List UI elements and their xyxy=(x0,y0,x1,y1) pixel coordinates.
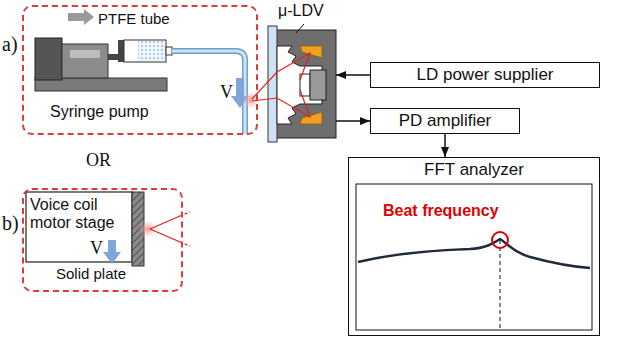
panel-label: b) xyxy=(2,212,19,235)
photodiode xyxy=(310,70,326,100)
push-arrow xyxy=(68,9,94,25)
peak-circle xyxy=(492,232,508,248)
leader-line xyxy=(296,24,304,33)
spectrum-curve xyxy=(358,239,590,268)
analyzer-box: FFT analyzerBeat frequency xyxy=(348,157,600,336)
voice-coil-setup xyxy=(26,192,190,266)
syringe-liquid xyxy=(138,41,165,61)
peak-marker-line xyxy=(500,240,501,330)
ldv-housing xyxy=(276,30,336,138)
ldv-device: μ-LDV xyxy=(268,28,336,138)
laser-spot xyxy=(139,220,157,238)
velocity-symbol: V xyxy=(90,238,103,259)
signal-arrow xyxy=(444,134,446,157)
box-title: FFT analyzer xyxy=(349,160,599,180)
syringe-barrel xyxy=(124,40,166,62)
signal-arrow xyxy=(336,74,370,76)
ldv-window xyxy=(268,26,277,142)
panel-label: a) xyxy=(2,33,18,56)
fft-plot xyxy=(356,184,592,330)
process-box: PD amplifier xyxy=(370,108,520,134)
laser-beam xyxy=(252,90,310,117)
pump-carriage xyxy=(62,44,108,78)
syringe-tip xyxy=(166,47,172,55)
device-label: μ-LDV xyxy=(278,2,324,20)
annotation: Beat frequency xyxy=(383,202,499,220)
ptfe-tube-inner xyxy=(172,51,245,134)
syringe-pump xyxy=(35,9,172,91)
ptfe-tube xyxy=(172,51,245,134)
velocity-symbol: V xyxy=(220,82,233,103)
motion-arrow xyxy=(103,240,121,264)
box-label: LD power supplier xyxy=(416,65,553,85)
pump-block xyxy=(35,38,62,80)
plunger-head xyxy=(118,40,124,62)
signal-arrow xyxy=(336,120,370,122)
part-label: PTFE tube xyxy=(98,10,170,27)
plot-frame xyxy=(356,184,592,330)
part-label: Solid plate xyxy=(56,265,126,282)
part-label: Voice coil motor stage xyxy=(30,196,126,233)
laser-beam xyxy=(150,229,180,242)
carriage-detail xyxy=(70,50,100,58)
laser-beam xyxy=(150,216,180,229)
note: OR xyxy=(86,150,111,171)
box-label: PD amplifier xyxy=(399,111,492,131)
part-label: Syringe pump xyxy=(50,103,149,121)
voice-coil-stage xyxy=(26,192,132,262)
ldv-device xyxy=(252,24,336,142)
process-box: LD power supplier xyxy=(370,62,600,88)
